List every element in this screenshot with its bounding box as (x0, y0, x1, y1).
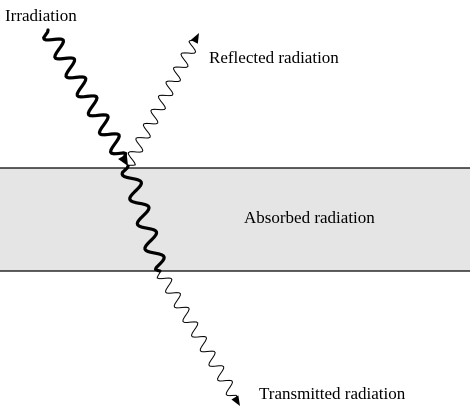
absorbing-slab (0, 168, 470, 271)
reflected-ray (127, 39, 197, 167)
reflected-radiation-label: Reflected radiation (209, 48, 339, 67)
transmitted-radiation-label: Transmitted radiation (259, 384, 406, 403)
transmitted-arrowhead (231, 395, 240, 406)
irradiation-arrowhead (118, 153, 128, 166)
absorbed-radiation-label: Absorbed radiation (244, 208, 375, 227)
irradiation-label: Irradiation (5, 6, 77, 25)
reflected-arrowhead (190, 33, 199, 44)
irradiation-ray (42, 28, 128, 160)
absorbed-ray (120, 164, 166, 273)
transmitted-ray (156, 270, 238, 400)
